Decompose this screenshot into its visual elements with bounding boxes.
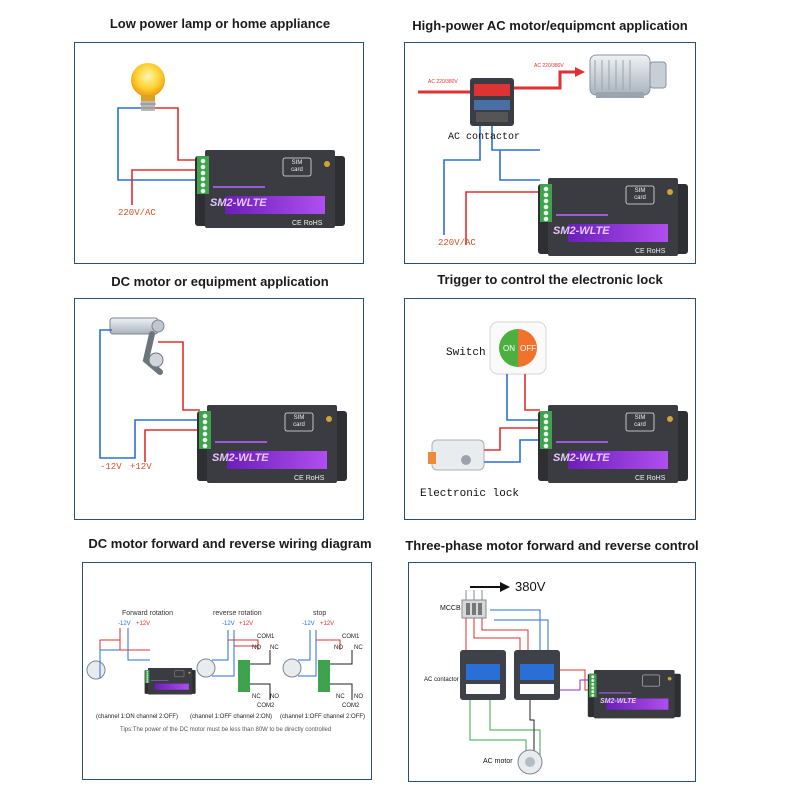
dc-motor-icon (86, 660, 106, 680)
switch-label: Switch (446, 347, 486, 359)
ac-contactor-icon (470, 78, 514, 126)
voltage-label: 220V/AC (438, 238, 476, 248)
stop-label: stop (313, 610, 327, 617)
wire-red (155, 107, 200, 161)
ac-motor-label: AC motor (483, 758, 513, 765)
voltage-label: 220V/AC (118, 208, 156, 218)
nc-label: NC (354, 645, 363, 651)
light-bulb-icon (131, 63, 165, 111)
pos-voltage-label: +12V (320, 621, 335, 627)
device-brand: SM2-WLTE (210, 197, 267, 209)
voltage-label: 380V (515, 579, 546, 594)
device-brand: SM2-WLTE (553, 452, 610, 464)
nc-label: NC (336, 694, 345, 700)
voltage-in-label: AC 220/380V (428, 79, 458, 85)
panel-3-title: DC motor or equipment application (111, 274, 329, 289)
ac-contactor-icon (514, 650, 560, 700)
electronic-lock-icon (428, 439, 485, 471)
com2-label: COM2 (342, 703, 360, 709)
no-label: NO (354, 694, 363, 700)
panel-4-drawing (428, 321, 689, 484)
panel-2-title: High-power AC motor/equipmcnt applicatio… (412, 18, 688, 33)
mccb-label: MCCB (440, 605, 461, 612)
relay-device (537, 177, 689, 257)
caption-3: (channel 1:OFF channel 2:OFF) (280, 714, 366, 720)
panel-1-title: Low power lamp or home appliance (109, 16, 331, 31)
panel-5-drawing (86, 628, 353, 700)
neg-voltage-label: -12V (118, 621, 131, 627)
panel-3-drawing (99, 317, 348, 484)
dc-motor-icon (282, 658, 302, 678)
caption-2: (channel 1:OFF channel 2:ON) (190, 714, 273, 720)
ac-contactor-label: AC contactor (424, 677, 459, 683)
panel-4-title: Trigger to control the electronic lock (437, 272, 663, 287)
relay-device (537, 404, 689, 484)
ce-rohs: CE RoHS (292, 220, 323, 227)
pos-voltage-label: +12V (239, 621, 254, 627)
no-label: NO (252, 645, 261, 651)
neg-voltage-label: -12V (222, 621, 235, 627)
panel-6-drawing (460, 582, 682, 775)
wire-blue (117, 107, 200, 181)
neg-voltage-label: -12V (302, 621, 315, 627)
relay-device (144, 667, 196, 695)
pos-voltage-label: +12V (136, 621, 151, 627)
mccb-icon (461, 599, 487, 619)
dc-motor-icon (196, 658, 216, 678)
switch-on-label: ON (503, 344, 515, 353)
tips-text: Tips:The power of the DC motor must be l… (120, 727, 332, 733)
voltage-out-label: AC 220/380V (534, 63, 564, 69)
no-label: NO (334, 645, 343, 651)
device-brand: SM2-WLTE (600, 698, 637, 705)
neg-voltage-label: -12V (100, 462, 122, 472)
switch-off-label: OFF (520, 344, 536, 353)
electronic-lock-label: Electronic lock (420, 488, 520, 500)
com1-label: COM1 (257, 634, 275, 640)
panel-5-title: DC motor forward and reverse wiring diag… (88, 536, 372, 551)
com1-label: COM1 (342, 634, 360, 640)
ce-rohs: CE RoHS (294, 475, 325, 482)
nc-label: NC (270, 645, 279, 651)
ce-rohs: CE RoHS (635, 475, 666, 482)
ce-rohs: CE RoHS (635, 248, 666, 255)
forward-rotation-label: Forward rotation (122, 610, 173, 617)
ac-contactor-icon (460, 650, 506, 700)
panel-2-drawing (418, 54, 689, 257)
ac-motor-icon (517, 749, 543, 775)
com2-label: COM2 (257, 703, 275, 709)
switch-icon (489, 321, 547, 375)
relay-device (587, 669, 682, 719)
no-label: NO (270, 694, 279, 700)
panel-1-drawing (117, 63, 346, 229)
nc-label: NC (252, 694, 261, 700)
reverse-rotation-label: reverse rotation (213, 610, 262, 617)
panel-6-title: Three-phase motor forward and reverse co… (405, 538, 699, 553)
pos-voltage-label: +12V (130, 462, 152, 472)
caption-1: (channel 1:ON channel 2:OFF) (96, 714, 179, 720)
ac-contactor-label: AC contactor (448, 132, 521, 143)
ac-motor-icon (589, 54, 667, 98)
device-brand: SM2-WLTE (212, 452, 269, 464)
dc-motor-icon (109, 317, 165, 375)
device-brand: SM2-WLTE (553, 225, 610, 237)
relay-device (194, 149, 346, 229)
relay-device (196, 404, 348, 484)
